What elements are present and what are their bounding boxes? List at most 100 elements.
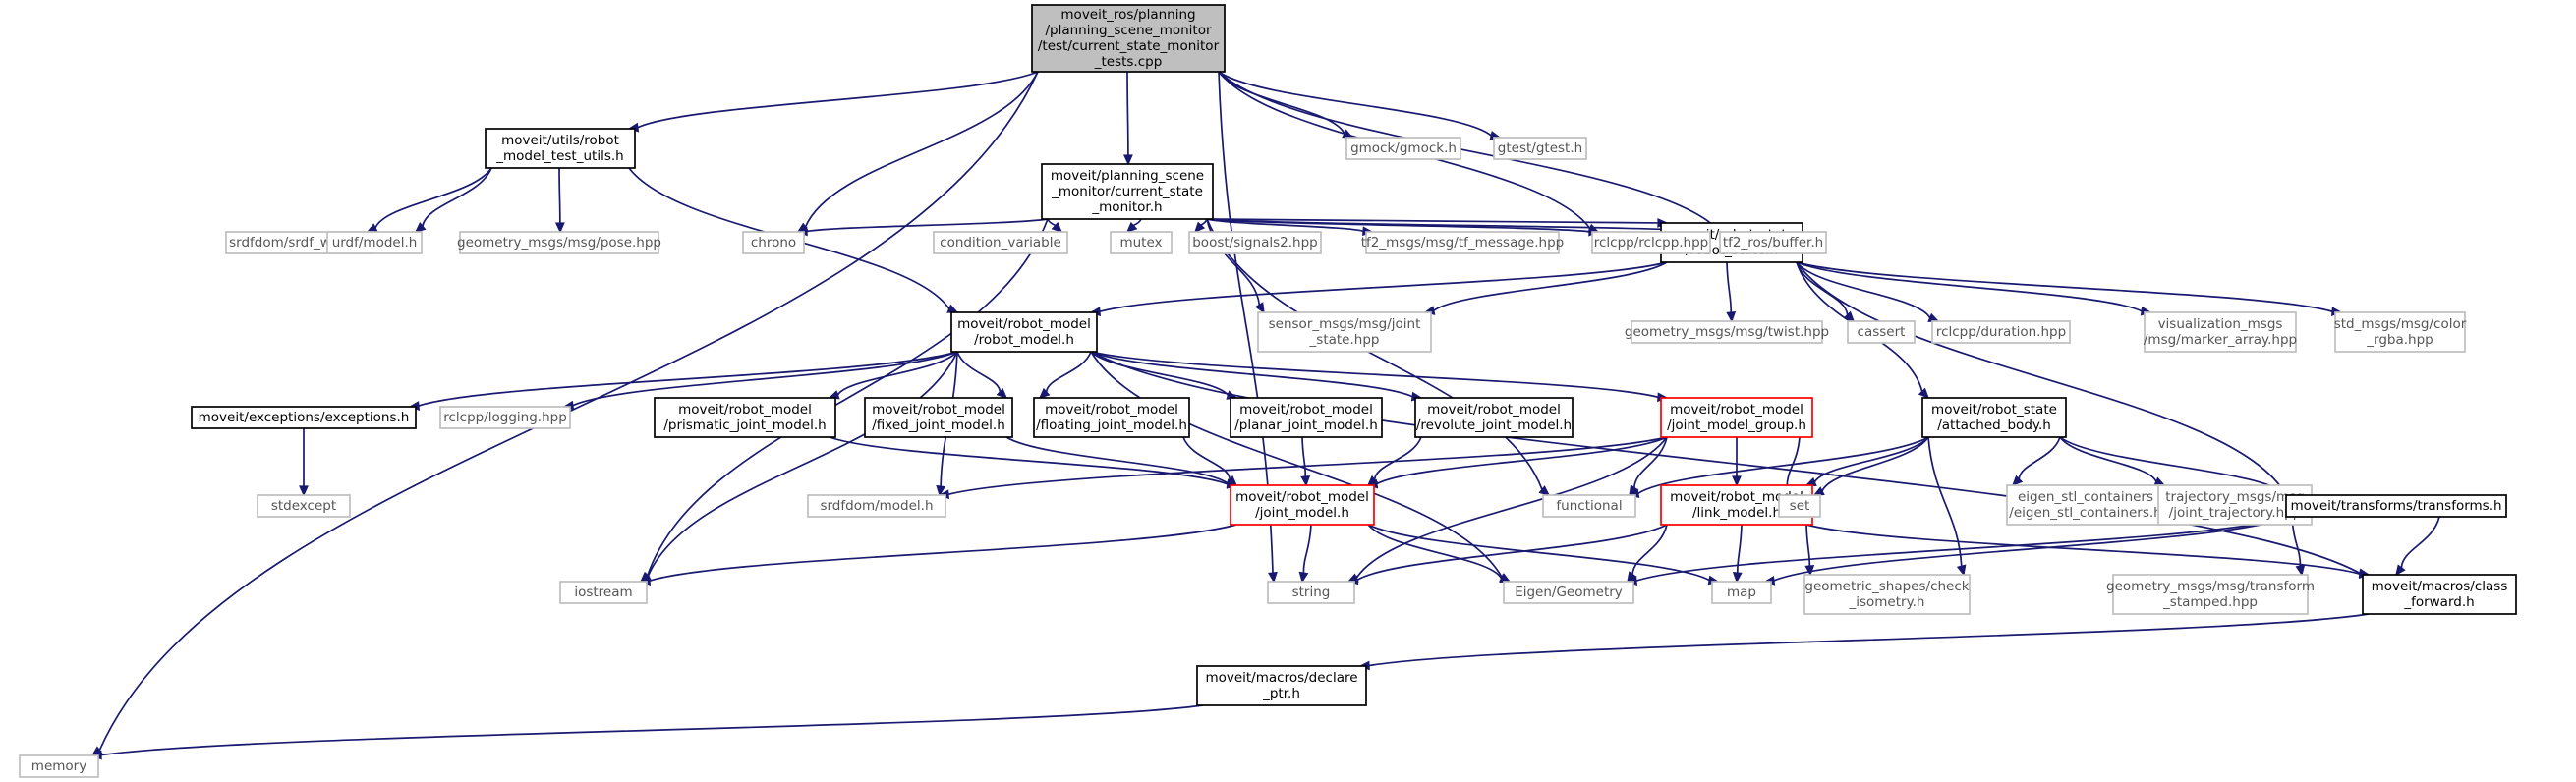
- node-fixed[interactable]: moveit/robot_model/fixed_joint_model.h: [864, 397, 1013, 438]
- node-label-line: _monitor/current_state: [1051, 184, 1203, 199]
- edge-line: [806, 218, 1049, 233]
- edge-line: [1090, 351, 1659, 399]
- node-label-line: /prismatic_joint_model.h: [663, 418, 826, 433]
- node-box: [1365, 231, 1560, 254]
- edge-line: [1090, 351, 1503, 579]
- node-exceptions[interactable]: moveit/exceptions/exceptions.h: [191, 406, 417, 429]
- node-string[interactable]: string: [1267, 581, 1355, 604]
- edge-root-to-tf_buffer: [1218, 71, 1728, 234]
- edge-test_utils-to-srdf_writer: [366, 167, 492, 233]
- node-box: [1503, 581, 1634, 604]
- edge-arrowhead: [1051, 221, 1063, 234]
- node-box: [1031, 4, 1226, 73]
- node-tf-stamped[interactable]: geometry_msgs/msg/transform_stamped.hpp: [2106, 574, 2315, 615]
- node-label-line: /joint_trajectory.hpp: [2169, 505, 2302, 521]
- edge-line: [1206, 218, 1659, 224]
- node-chrono[interactable]: chrono: [742, 231, 805, 254]
- edge-arrowhead: [1254, 302, 1265, 314]
- edge-arrowhead: [1193, 221, 1206, 234]
- node-duration[interactable]: rclcpp/duration.hpp: [1931, 320, 2071, 344]
- node-robot-model[interactable]: moveit/robot_model/robot_model.h: [950, 311, 1098, 353]
- node-joint-model[interactable]: moveit/robot_model/joint_model.h: [1230, 484, 1375, 526]
- node-box: [1041, 163, 1214, 220]
- edge-line: [422, 167, 492, 227]
- edge-line: [1821, 436, 1929, 492]
- node-box: [1921, 397, 2067, 438]
- node-label-line: rclcpp/rclcpp.hpp: [1594, 235, 1709, 251]
- node-rclcpp[interactable]: rclcpp/rclcpp.hpp: [1591, 231, 1711, 254]
- node-prismatic[interactable]: moveit/robot_model/prismatic_joint_model…: [654, 397, 836, 438]
- node-label-line: /joint_model_group.h: [1667, 418, 1806, 433]
- node-box: [2334, 311, 2466, 353]
- node-set[interactable]: set: [1778, 494, 1821, 518]
- node-box: [1230, 484, 1375, 526]
- node-srdf-model[interactable]: srdfdom/model.h: [807, 494, 946, 518]
- node-urdf-model[interactable]: urdf/model.h: [326, 231, 423, 254]
- edge-line: [637, 71, 1039, 129]
- node-label-line: condition_variable: [940, 235, 1061, 251]
- node-signals2[interactable]: boost/signals2.hpp: [1188, 231, 1322, 254]
- node-label-line: moveit/exceptions/exceptions.h: [199, 410, 410, 425]
- node-test-utils[interactable]: moveit/utils/robot_model_test_utils.h: [485, 128, 636, 169]
- node-marker-array[interactable]: visualization_msgs/msg/marker_array.hpp: [2144, 311, 2297, 353]
- edge-arrowhead: [554, 222, 565, 234]
- node-functional[interactable]: functional: [1542, 494, 1636, 518]
- node-iostream[interactable]: iostream: [559, 581, 648, 604]
- node-tf-buffer[interactable]: tf2_ros/buffer.h: [1719, 231, 1827, 254]
- edge-line: [1099, 261, 1668, 313]
- node-box: [1711, 581, 1772, 604]
- node-tf-msg[interactable]: tf2_msgs/msg/tf_message.hpp: [1361, 231, 1564, 254]
- edge-exceptions-to-stdexcept: [299, 428, 309, 497]
- node-root[interactable]: moveit_ros/planning/planning_scene_monit…: [1031, 4, 1226, 73]
- edge-arrowhead: [1298, 571, 1309, 584]
- node-memory[interactable]: memory: [19, 754, 99, 778]
- node-transforms[interactable]: moveit/transforms/transforms.h: [2285, 494, 2507, 518]
- node-check-iso[interactable]: geometric_shapes/check_isometry.h: [1803, 574, 1971, 615]
- node-label-line: rclcpp/logging.hpp: [443, 410, 567, 425]
- node-pose[interactable]: geometry_msgs/msg/pose.hpp: [457, 231, 661, 254]
- node-csm[interactable]: moveit/planning_scene_monitor/current_st…: [1041, 163, 1214, 220]
- node-box: [1230, 397, 1383, 438]
- node-class-fwd[interactable]: moveit/macros/class_forward.h: [2362, 574, 2517, 615]
- node-twist[interactable]: geometry_msgs/msg/twist.hpp: [1625, 320, 1829, 344]
- node-label-line: geometry_msgs/msg/transform: [2106, 579, 2315, 594]
- node-color-rgba[interactable]: std_msgs/msg/color_rgba.hpp: [2334, 311, 2467, 353]
- node-mutex[interactable]: mutex: [1110, 231, 1173, 254]
- node-declare-ptr[interactable]: moveit/macros/declare_ptr.h: [1196, 665, 1367, 706]
- edge-arrowhead: [1732, 572, 1743, 584]
- edge-line: [1631, 524, 1668, 575]
- node-label-line: _isometry.h: [1848, 594, 1924, 610]
- edge-line: [1182, 436, 1231, 480]
- edge-line: [2400, 516, 2440, 568]
- node-logging[interactable]: rclcpp/logging.hpp: [439, 406, 571, 429]
- node-traj[interactable]: trajectory_msgs/msg/joint_trajectory.hpp: [2157, 484, 2313, 526]
- edge-joint_model-to-iostream: [639, 524, 1237, 586]
- node-label-line: moveit/robot_model: [1235, 489, 1369, 505]
- node-label-line: moveit/robot_model: [1427, 402, 1561, 418]
- node-floating[interactable]: moveit/robot_model/floating_joint_model.…: [1033, 397, 1190, 438]
- node-jmg[interactable]: moveit/robot_model/joint_model_group.h: [1660, 397, 1813, 438]
- node-gmock[interactable]: gmock/gmock.h: [1345, 137, 1461, 160]
- node-joint-state[interactable]: sensor_msgs/msg/joint_state.hpp: [1257, 311, 1432, 353]
- node-revolute[interactable]: moveit/robot_model/revolute_joint_model.…: [1414, 397, 1574, 438]
- node-planar[interactable]: moveit/robot_model/planar_joint_model.h: [1230, 397, 1383, 438]
- node-map[interactable]: map: [1711, 581, 1772, 604]
- edge-line: [1813, 436, 1929, 483]
- node-gtest[interactable]: gtest/gtest.h: [1493, 137, 1587, 160]
- edge-robot_state-to-color_rgba: [1796, 261, 2343, 317]
- node-attached[interactable]: moveit/robot_state/attached_body.h: [1921, 397, 2067, 438]
- node-cond-var[interactable]: condition_variable: [933, 231, 1068, 254]
- node-label-line: /planar_joint_model.h: [1234, 418, 1378, 433]
- edge-joint_model-to-eigen_geom: [1367, 524, 1512, 583]
- node-eigen-geom[interactable]: Eigen/Geometry: [1503, 581, 1634, 604]
- node-stdexcept[interactable]: stdexcept: [257, 494, 351, 518]
- node-label-line: gmock/gmock.h: [1350, 140, 1457, 156]
- edge-line: [1005, 436, 1229, 484]
- node-layer: moveit_ros/planning/planning_scene_monit…: [19, 4, 2517, 778]
- edge-robot_state-to-duration: [1796, 261, 1940, 322]
- node-box: [1196, 665, 1367, 706]
- node-eigen-stl[interactable]: eigen_stl_containers/eigen_stl_container…: [2006, 484, 2165, 526]
- node-cassert[interactable]: cassert: [1847, 320, 1916, 344]
- node-label-line: /joint_model.h: [1255, 505, 1349, 521]
- edge-test_utils-to-pose: [554, 167, 565, 234]
